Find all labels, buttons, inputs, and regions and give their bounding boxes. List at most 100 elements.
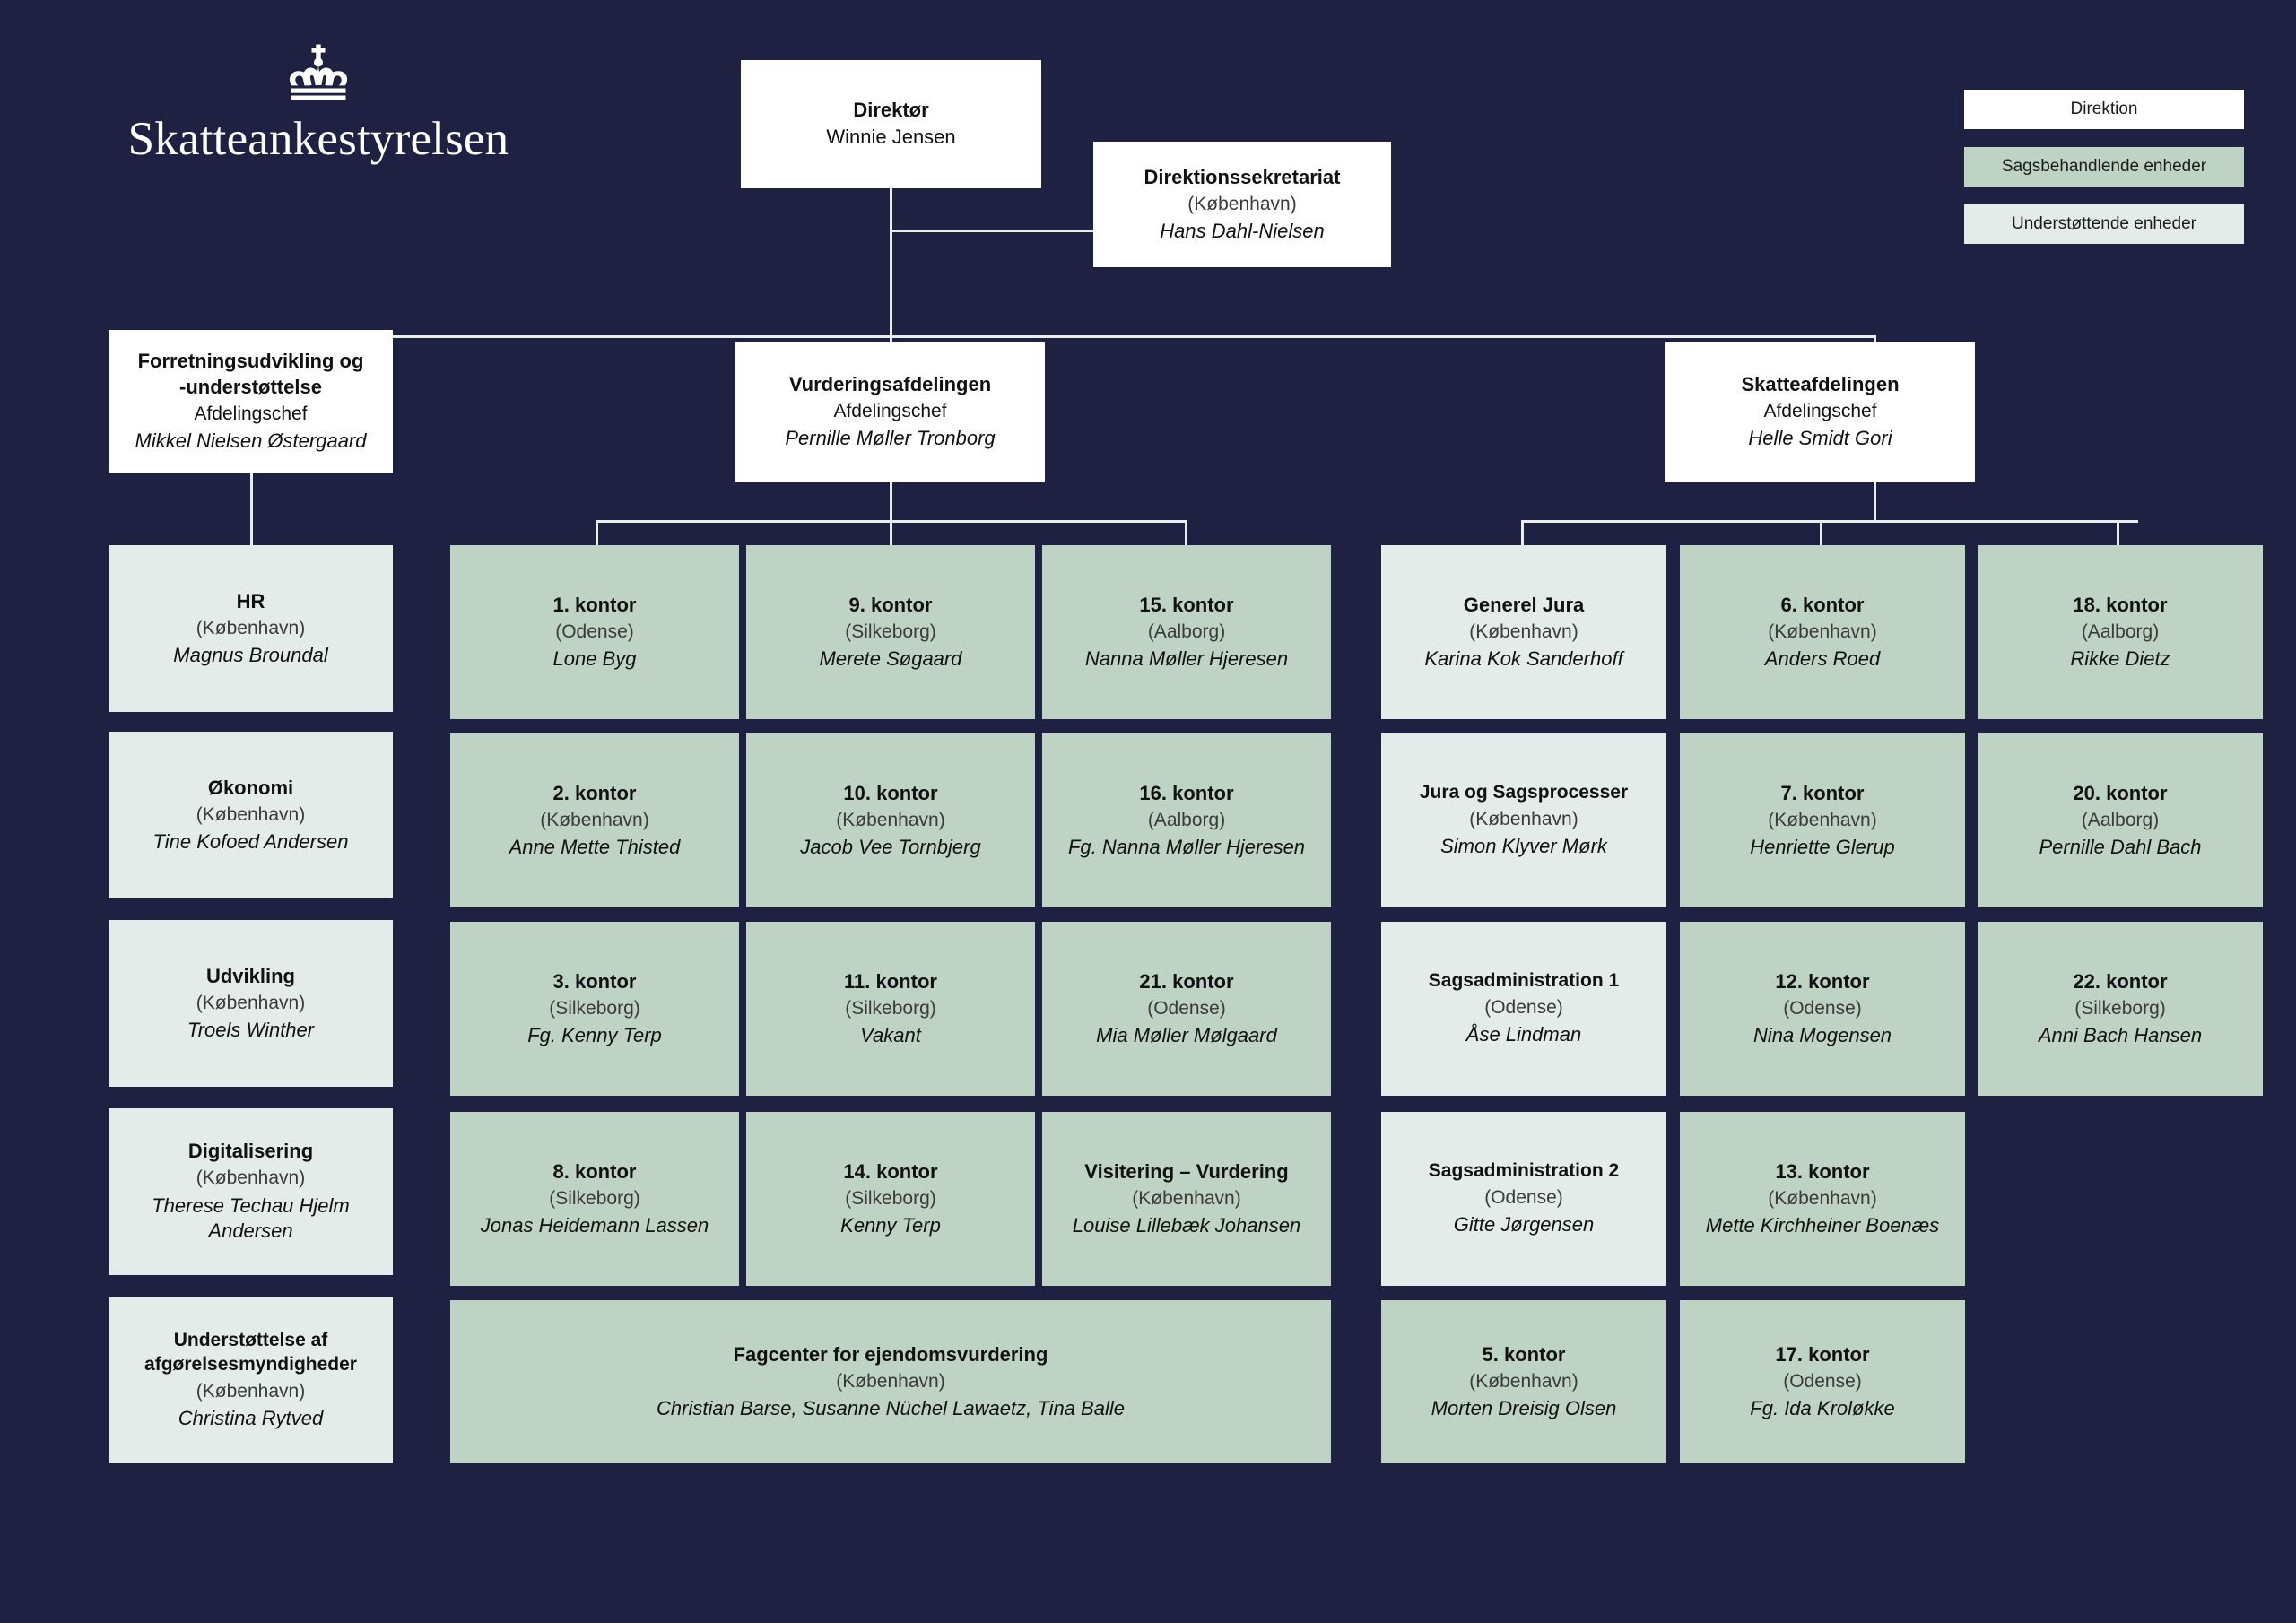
unit-1-kontor[interactable]: 1. kontor (Odense) Lone Byg [450,545,739,719]
unit-location: (København) [1768,809,1877,830]
unit-11-kontor[interactable]: 11. kontor (Silkeborg) Vakant [746,922,1035,1096]
unit-jura-og-sagsprocesser[interactable]: Jura og Sagsprocesser (København) Simon … [1381,733,1666,907]
node-direktionssekretariat[interactable]: Direktionssekretariat (København) Hans D… [1093,142,1391,267]
unit-generel-jura[interactable]: Generel Jura (København) Karina Kok Sand… [1381,545,1666,719]
unit-location: (København) [196,1380,306,1402]
unit-8-kontor[interactable]: 8. kontor (Silkeborg) Jonas Heidemann La… [450,1112,739,1286]
unit-fagcenter-ejendomsvurdering[interactable]: Fagcenter for ejendomsvurdering (Københa… [450,1300,1331,1463]
crown-icon [94,40,543,111]
node-forretningsudvikling[interactable]: Forretningsudvikling og -understøttelse … [109,330,393,473]
unit-title: Sagsadministration 2 [1428,1160,1620,1182]
organization-name: Skatteankestyrelsen [127,113,509,165]
unit-okonomi[interactable]: Økonomi (København) Tine Kofoed Andersen [109,732,393,898]
connector-skat-bus [1521,520,2138,523]
unit-20-kontor[interactable]: 20. kontor (Aalborg) Pernille Dahl Bach [1978,733,2263,907]
unit-title: Jura og Sagsprocesser [1419,782,1629,803]
unit-person: Christina Rytved [178,1406,324,1429]
connector-spine [890,230,892,337]
unit-title: Økonomi [207,776,294,799]
connector-vurdering-down [890,482,892,522]
unit-visitering-vurdering[interactable]: Visitering – Vurdering (København) Louis… [1042,1112,1331,1286]
unit-title: 2. kontor [552,781,637,804]
unit-title: Udvikling [205,964,295,987]
unit-13-kontor[interactable]: 13. kontor (København) Mette Kirchheiner… [1680,1112,1965,1286]
unit-10-kontor[interactable]: 10. kontor (København) Jacob Vee Tornbje… [746,733,1035,907]
connector-vurdering-drop-1 [596,520,598,545]
unit-5-kontor[interactable]: 5. kontor (København) Morten Dreisig Ols… [1381,1300,1666,1463]
unit-person: Henriette Glerup [1750,835,1895,858]
connector-vurdering-drop-3 [1185,520,1187,545]
unit-location: (København) [1768,621,1877,642]
unit-22-kontor[interactable]: 22. kontor (Silkeborg) Anni Bach Hansen [1978,922,2263,1096]
unit-title: 1. kontor [552,593,637,616]
node-title-line-2: -understøttelse [179,375,322,398]
unit-location: (København) [1469,809,1578,830]
connector-skat-drop-1 [1521,520,1524,545]
unit-person: Jonas Heidemann Lassen [480,1213,709,1237]
legend-item-sagsbehandlende: Sagsbehandlende enheder [1964,147,2244,187]
unit-location: (København) [196,617,306,638]
node-person: Winnie Jensen [826,126,956,149]
unit-14-kontor[interactable]: 14. kontor (Silkeborg) Kenny Terp [746,1112,1035,1286]
unit-location: (Aalborg) [2081,809,2160,830]
unit-person: Therese Techau Hjelm Andersen [152,1193,350,1243]
unit-location: (København) [836,809,945,830]
legend: Direktion Sagsbehandlende enheder Unders… [1964,90,2244,262]
unit-title: 15. kontor [1139,593,1234,616]
unit-location: (Odense) [1147,997,1226,1019]
unit-title: 14. kontor [843,1159,938,1183]
unit-17-kontor[interactable]: 17. kontor (Odense) Fg. Ida Kroløkke [1680,1300,1965,1463]
unit-location: (Odense) [1484,997,1563,1019]
unit-hr[interactable]: HR (København) Magnus Broundal [109,545,393,712]
unit-person: Jacob Vee Tornbjerg [800,835,981,858]
unit-person: Anne Mette Thisted [509,835,681,858]
node-person: Hans Dahl-Nielsen [1160,219,1325,242]
node-vurderingsafdelingen[interactable]: Vurderingsafdelingen Afdelingschef Perni… [735,342,1045,482]
node-role: Afdelingschef [833,401,947,422]
connector-skat-down [1874,482,1876,522]
unit-sagsadministration-1[interactable]: Sagsadministration 1 (Odense) Åse Lindma… [1381,922,1666,1096]
unit-sagsadministration-2[interactable]: Sagsadministration 2 (Odense) Gitte Jørg… [1381,1112,1666,1286]
connector-skat-drop-2 [1820,520,1822,545]
node-person: Mikkel Nielsen Østergaard [135,429,367,452]
unit-2-kontor[interactable]: 2. kontor (København) Anne Mette Thisted [450,733,739,907]
unit-16-kontor[interactable]: 16. kontor (Aalborg) Fg. Nanna Møller Hj… [1042,733,1331,907]
unit-15-kontor[interactable]: 15. kontor (Aalborg) Nanna Møller Hjeres… [1042,545,1331,719]
unit-person: Anders Roed [1764,647,1881,670]
node-skatteafdelingen[interactable]: Skatteafdelingen Afdelingschef Helle Smi… [1665,342,1975,482]
unit-6-kontor[interactable]: 6. kontor (København) Anders Roed [1680,545,1965,719]
node-title: Direktør [853,99,929,122]
unit-title: 21. kontor [1139,969,1234,993]
unit-person: Pernille Dahl Bach [2039,835,2202,858]
unit-3-kontor[interactable]: 3. kontor (Silkeborg) Fg. Kenny Terp [450,922,739,1096]
unit-person: Gitte Jørgensen [1453,1213,1595,1237]
unit-18-kontor[interactable]: 18. kontor (Aalborg) Rikke Dietz [1978,545,2263,719]
unit-person: Lone Byg [552,647,637,670]
unit-location: (København) [196,1167,306,1189]
node-person: Pernille Møller Tronborg [785,427,996,450]
unit-title: 3. kontor [552,969,637,993]
unit-location: (København) [1469,621,1578,642]
unit-title: 8. kontor [552,1159,637,1183]
unit-person: Anni Bach Hansen [2038,1023,2203,1046]
unit-7-kontor[interactable]: 7. kontor (København) Henriette Glerup [1680,733,1965,907]
unit-understottelse-afgorelsesmyndigheder[interactable]: Understøttelse af afgørelsesmyndigheder … [109,1297,393,1463]
unit-udvikling[interactable]: Udvikling (København) Troels Winther [109,920,393,1087]
unit-title: 6. kontor [1780,593,1865,616]
unit-location: (København) [196,992,306,1013]
node-direktor[interactable]: Direktør Winnie Jensen [741,60,1041,188]
unit-location: (Aalborg) [1147,621,1226,642]
unit-title: 17. kontor [1775,1342,1870,1366]
unit-21-kontor[interactable]: 21. kontor (Odense) Mia Møller Mølgaard [1042,922,1331,1096]
unit-digitalisering[interactable]: Digitalisering (København) Therese Techa… [109,1108,393,1275]
unit-12-kontor[interactable]: 12. kontor (Odense) Nina Mogensen [1680,922,1965,1096]
unit-9-kontor[interactable]: 9. kontor (Silkeborg) Merete Søgaard [746,545,1035,719]
unit-title: Understøttelse af afgørelsesmyndigheder [144,1329,357,1375]
node-role: Afdelingschef [194,403,308,424]
node-title: Vurderingsafdelingen [788,373,992,396]
legend-item-direktion: Direktion [1964,90,2244,129]
legend-item-understottende: Understøttende enheder [1964,204,2244,244]
unit-location: (Odense) [555,621,634,642]
unit-person: Fg. Ida Kroløkke [1750,1396,1895,1419]
